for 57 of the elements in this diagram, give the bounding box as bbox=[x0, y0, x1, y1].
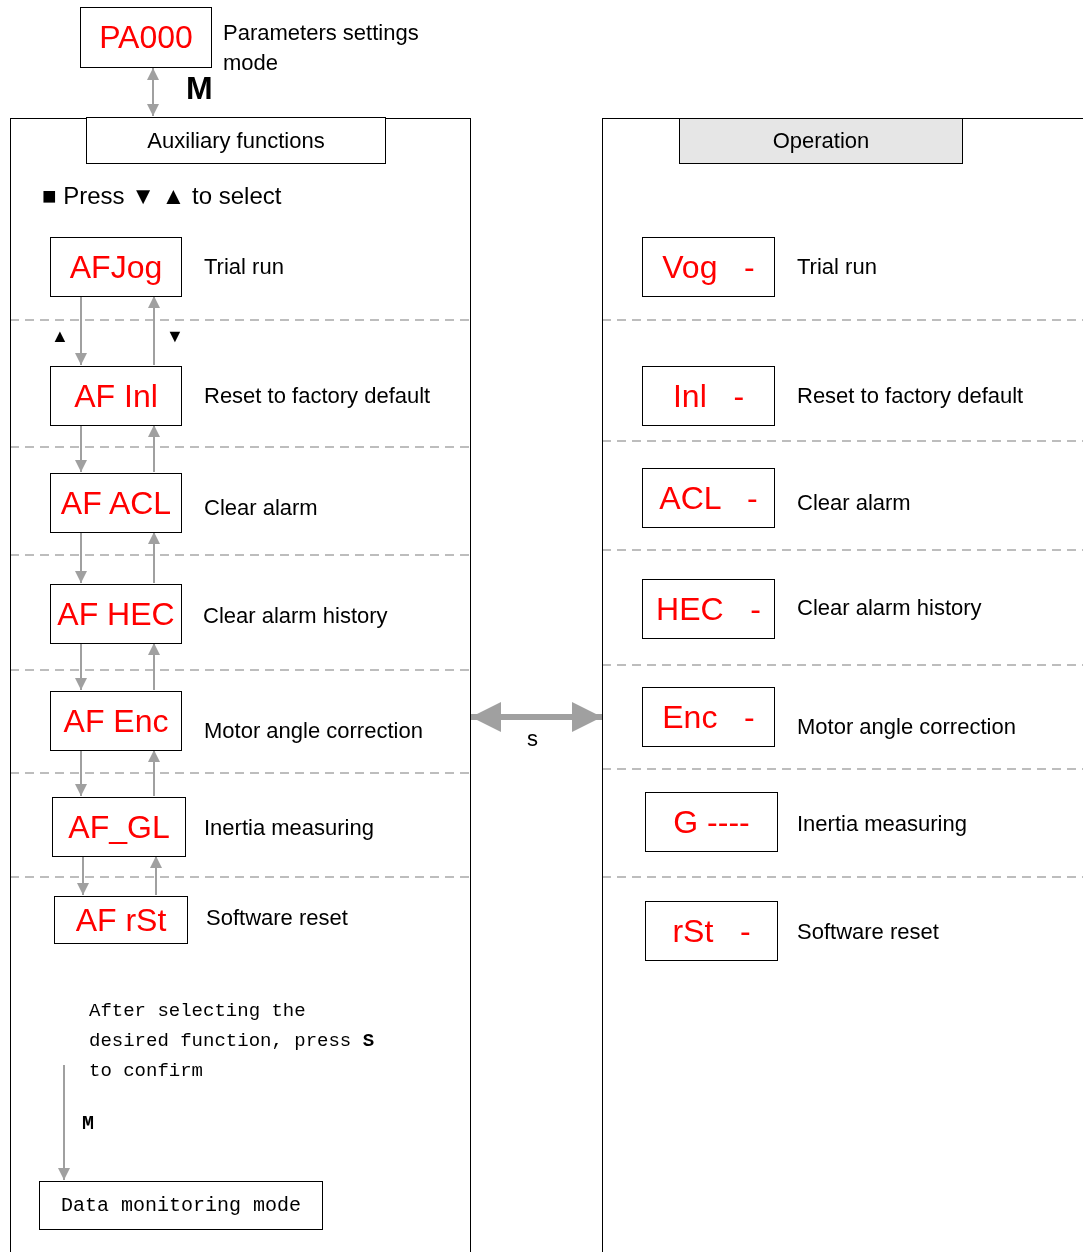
display-readout: AF_GL bbox=[52, 797, 186, 857]
section-title: Auxiliary functions bbox=[86, 117, 386, 164]
group-frame bbox=[10, 118, 471, 1252]
arrow bbox=[147, 67, 159, 117]
function-label: Inertia measuring bbox=[204, 814, 374, 842]
function-label: Software reset bbox=[206, 904, 348, 932]
display-readout: ACL - bbox=[642, 468, 775, 528]
function-label: Clear alarm history bbox=[203, 602, 388, 630]
arrow bbox=[58, 1064, 70, 1181]
function-label: Clear alarm bbox=[204, 494, 318, 522]
display-readout: Enc - bbox=[642, 687, 775, 747]
display-readout: G ---- bbox=[645, 792, 778, 852]
arrow bbox=[148, 424, 160, 473]
arrow bbox=[77, 855, 89, 896]
key-symbol: ▲ bbox=[51, 326, 69, 347]
function-label: Trial run bbox=[204, 253, 284, 281]
edge-label: s bbox=[527, 726, 538, 752]
function-label: Software reset bbox=[797, 918, 939, 946]
function-label: Clear alarm bbox=[797, 489, 911, 517]
display-readout: AF Enc bbox=[50, 691, 182, 751]
arrow bbox=[75, 424, 87, 473]
arrow bbox=[75, 749, 87, 797]
arrow bbox=[148, 749, 160, 797]
arrow bbox=[148, 295, 160, 366]
function-label: Parameters settings mode bbox=[223, 19, 420, 77]
arrow bbox=[75, 295, 87, 366]
display-readout: AF ACL bbox=[50, 473, 182, 533]
arrow bbox=[148, 531, 160, 584]
function-label: Reset to factory default bbox=[204, 382, 431, 410]
instruction-text: ■ Press ▼ ▲ to select bbox=[42, 182, 282, 210]
display-readout: AF Inl bbox=[50, 366, 182, 426]
arrow bbox=[75, 531, 87, 584]
arrow bbox=[148, 642, 160, 691]
arrow bbox=[75, 642, 87, 691]
function-label: Trial run bbox=[797, 253, 877, 281]
function-label: Clear alarm history bbox=[797, 594, 982, 622]
arrow bbox=[471, 702, 602, 732]
mode-box: Data monitoring mode bbox=[39, 1181, 323, 1230]
group-frame bbox=[602, 118, 1083, 1252]
function-label: Motor angle correction bbox=[797, 713, 1016, 741]
display-readout: AF HEC bbox=[50, 584, 182, 644]
function-label: Reset to factory default bbox=[797, 382, 1024, 410]
display-readout: Vog - bbox=[642, 237, 775, 297]
display-readout: AF rSt bbox=[54, 896, 188, 944]
display-readout: PA000 bbox=[80, 7, 212, 68]
edge-label: M bbox=[82, 1112, 94, 1135]
display-readout: rSt - bbox=[645, 901, 778, 961]
function-label: Inertia measuring bbox=[797, 810, 967, 838]
group-title: Operation bbox=[679, 117, 963, 164]
display-readout: AFJog bbox=[50, 237, 182, 297]
arrow bbox=[150, 855, 162, 896]
display-readout: Inl - bbox=[642, 366, 775, 426]
edge-label: M bbox=[186, 70, 213, 107]
note-text: After selecting the desired function, press S to confirm bbox=[89, 999, 376, 1084]
display-readout: HEC - bbox=[642, 579, 775, 639]
function-label: Motor angle correction bbox=[204, 717, 423, 745]
key-symbol: ▼ bbox=[166, 326, 184, 347]
